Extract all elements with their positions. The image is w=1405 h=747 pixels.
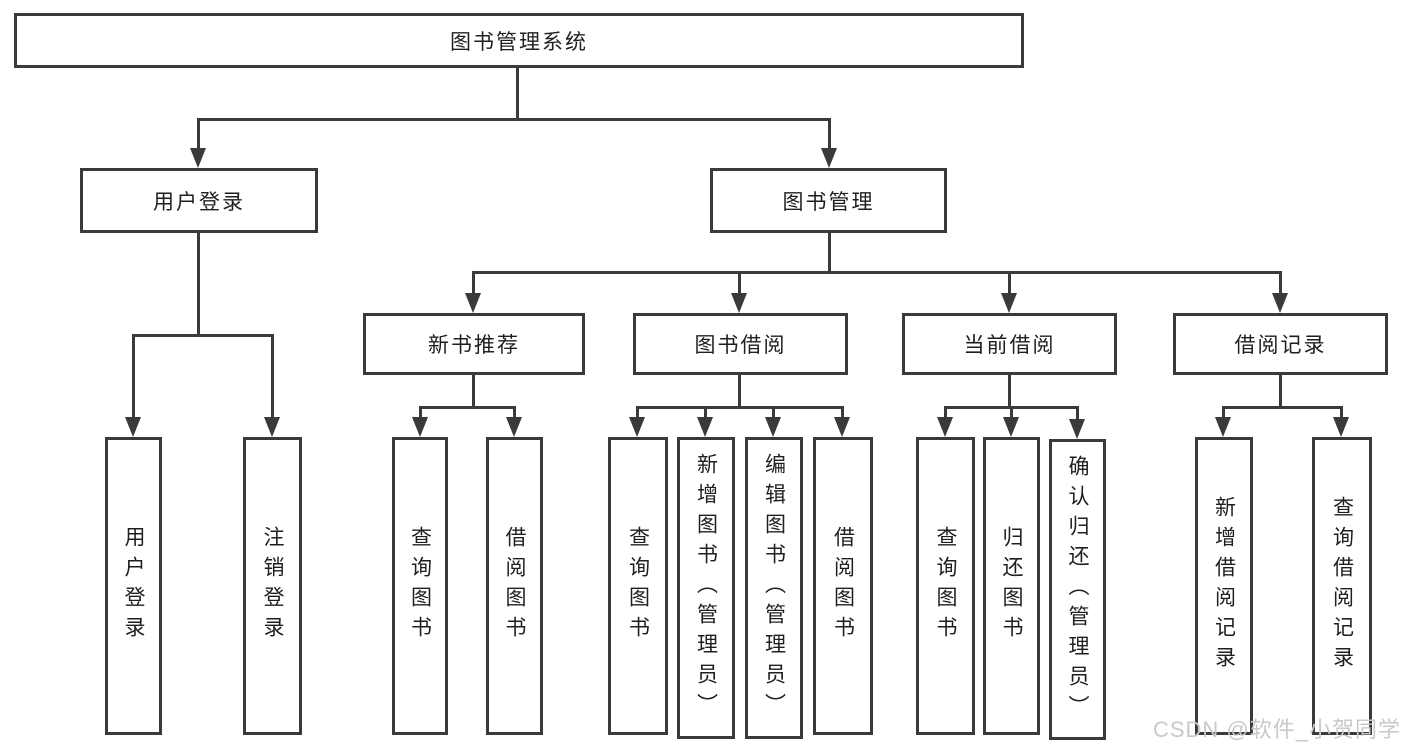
connector [516, 68, 519, 120]
connector [841, 406, 844, 420]
connector [197, 118, 831, 121]
connector [636, 406, 639, 420]
connector [472, 271, 475, 297]
connector [636, 406, 844, 409]
connector [1340, 406, 1343, 420]
connector [132, 334, 135, 422]
node-book-borrow: 图书借阅 [633, 313, 848, 375]
leaf-recommend-query-books: 查询图书 [392, 437, 448, 735]
connector [1222, 406, 1225, 420]
arrow-down-icon [1003, 417, 1019, 437]
arrow-down-icon [1272, 293, 1288, 313]
connector [1076, 406, 1079, 422]
leaf-borrow-books: 借阅图书 [813, 437, 873, 735]
arrow-down-icon [937, 417, 953, 437]
arrow-down-icon [506, 417, 522, 437]
arrow-down-icon [264, 417, 280, 437]
connector [197, 118, 200, 154]
connector [828, 118, 831, 154]
connector [738, 271, 741, 297]
connector [704, 406, 707, 420]
connector [1010, 406, 1013, 420]
arrow-down-icon [1001, 293, 1017, 313]
connector [472, 375, 475, 409]
csdn-watermark: CSDN @软件_小贺同学 [1152, 717, 1401, 742]
arrow-down-icon [1215, 417, 1231, 437]
connector [197, 233, 200, 337]
node-new-book-recommend: 新书推荐 [363, 313, 585, 375]
leaf-return-books: 归还图书 [983, 437, 1040, 735]
leaf-logout: 注销登录 [243, 437, 302, 735]
arrow-down-icon [190, 148, 206, 168]
arrow-down-icon [125, 417, 141, 437]
connector [271, 334, 274, 422]
arrow-down-icon [834, 417, 850, 437]
connector [772, 406, 775, 420]
leaf-confirm-return-admin: 确认归还（管理员） [1049, 439, 1106, 740]
connector [738, 375, 741, 409]
node-user-login: 用户登录 [80, 168, 318, 233]
connector [513, 406, 516, 420]
connector [828, 233, 831, 273]
connector [132, 334, 274, 337]
arrow-down-icon [697, 417, 713, 437]
connector [1279, 271, 1282, 297]
leaf-query-borrow-record: 查询借阅记录 [1312, 437, 1372, 735]
arrow-down-icon [821, 148, 837, 168]
connector [1008, 271, 1011, 297]
leaf-user-login: 用户登录 [105, 437, 162, 735]
connector [419, 406, 422, 420]
leaf-borrow-query-books: 查询图书 [608, 437, 668, 735]
arrow-down-icon [465, 293, 481, 313]
arrow-down-icon [731, 293, 747, 313]
node-current-borrow: 当前借阅 [902, 313, 1117, 375]
arrow-down-icon [1333, 417, 1349, 437]
arrow-down-icon [412, 417, 428, 437]
arrow-down-icon [1069, 419, 1085, 439]
leaf-current-query-books: 查询图书 [916, 437, 975, 735]
connector [1222, 406, 1343, 409]
leaf-add-borrow-record: 新增借阅记录 [1195, 437, 1253, 735]
node-book-management: 图书管理 [710, 168, 947, 233]
arrow-down-icon [629, 417, 645, 437]
node-borrow-records: 借阅记录 [1173, 313, 1388, 375]
leaf-recommend-borrow-books: 借阅图书 [486, 437, 543, 735]
connector [944, 406, 947, 420]
connector [1008, 375, 1011, 409]
connector [473, 271, 1282, 274]
leaf-edit-book-admin: 编辑图书（管理员） [745, 437, 803, 739]
connector [419, 406, 516, 409]
arrow-down-icon [765, 417, 781, 437]
node-root: 图书管理系统 [14, 13, 1024, 68]
connector [1279, 375, 1282, 409]
leaf-add-book-admin: 新增图书（管理员） [677, 437, 735, 739]
